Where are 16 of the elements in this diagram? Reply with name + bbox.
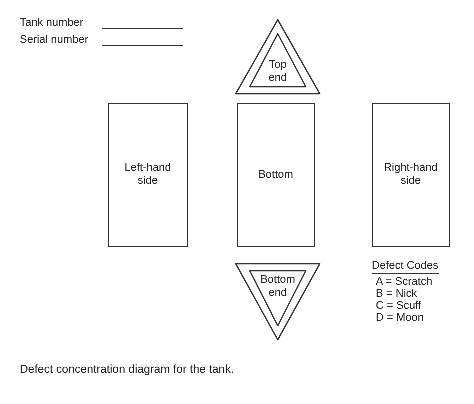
region-label: Right-hand side bbox=[383, 162, 439, 188]
rectangle-panel bbox=[372, 103, 450, 247]
field-label: Serial number bbox=[20, 34, 88, 46]
region-label: Bottom end bbox=[260, 274, 296, 300]
legend-entry: A = Scratch bbox=[376, 276, 433, 288]
legend-entry: D = Moon bbox=[376, 312, 424, 324]
rectangle-panel bbox=[237, 103, 315, 247]
caption: Defect concentration diagram for the tank. bbox=[20, 364, 234, 376]
rectangle-panel bbox=[108, 103, 188, 247]
legend-heading: Defect Codes bbox=[372, 260, 439, 274]
legend-entry: C = Scuff bbox=[376, 300, 422, 312]
region-label: Left-hand side bbox=[124, 162, 172, 188]
legend-entry: B = Nick bbox=[376, 288, 418, 300]
field-label: Tank number bbox=[20, 17, 84, 29]
region-label: Top end bbox=[268, 59, 288, 85]
region-label: Bottom bbox=[258, 168, 294, 182]
